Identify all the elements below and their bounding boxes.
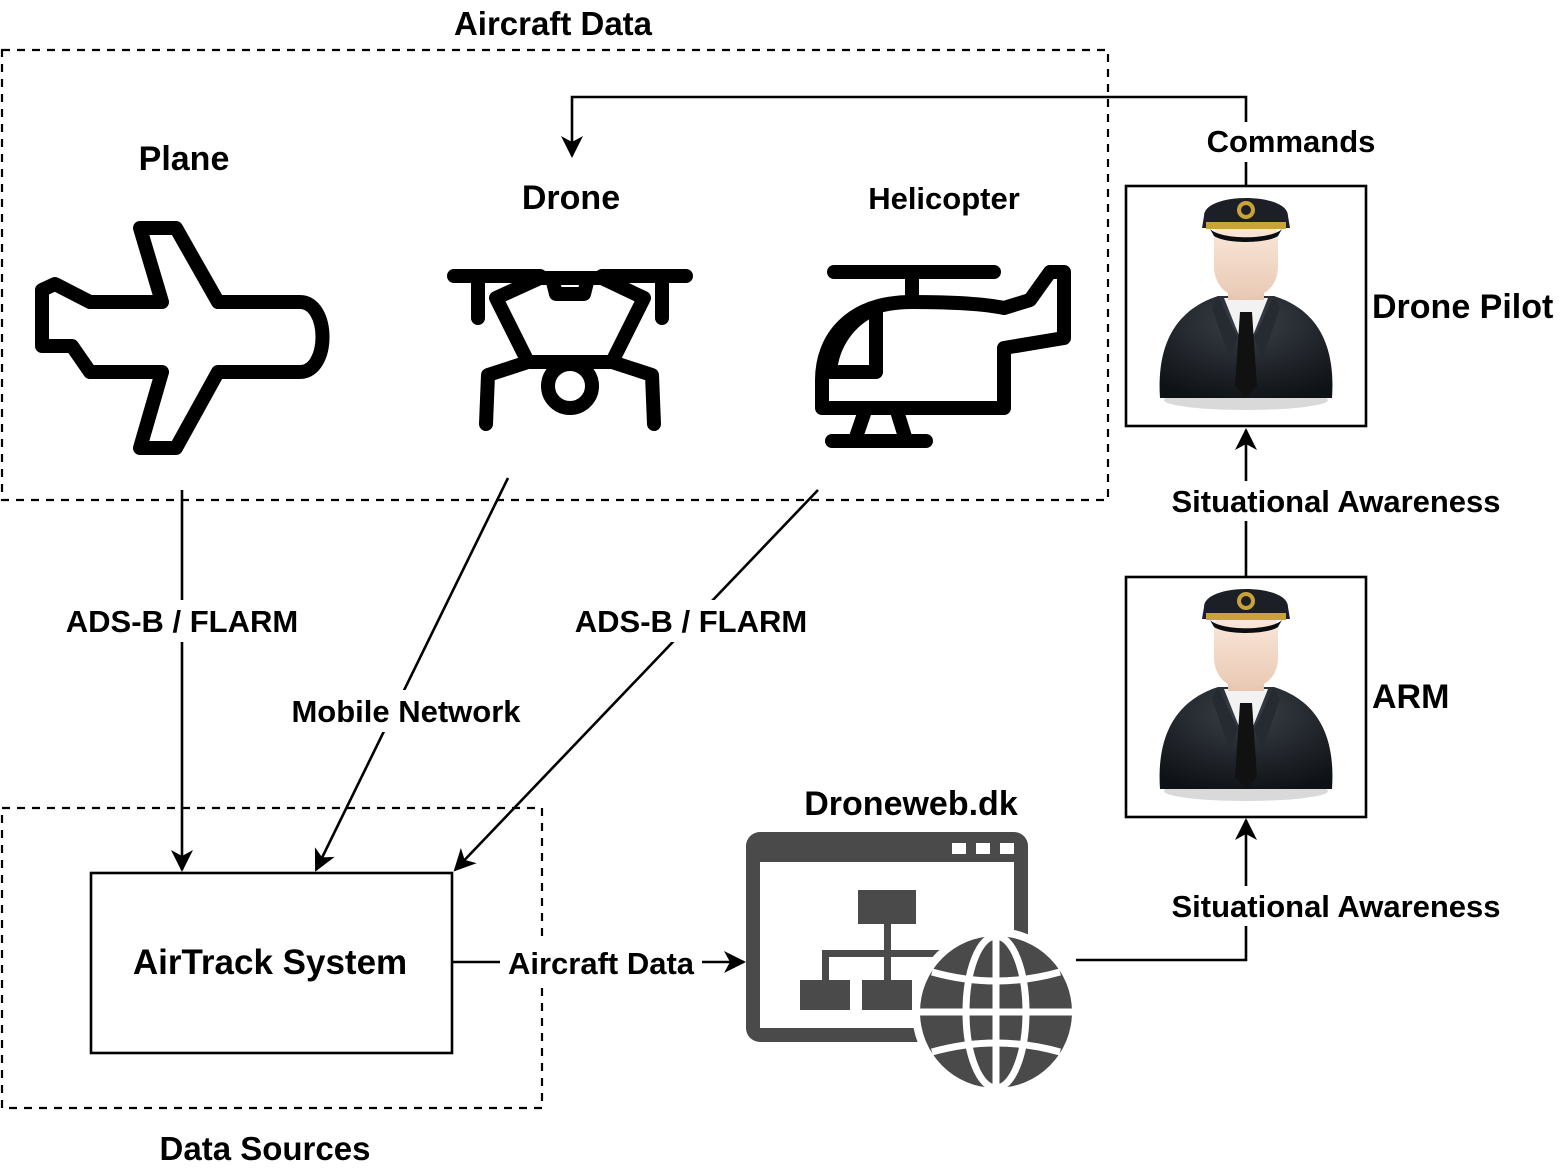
drone-pilot-label: Drone Pilot [1372, 288, 1553, 326]
droneweb-to-arm-label: Situational Awareness [1171, 889, 1500, 924]
drone-to-airtrack-line [314, 477, 510, 872]
heli-link-label: ADS-B / FLARM [575, 604, 807, 639]
web-sitemap-globe-icon [746, 832, 1080, 1096]
connectors [171, 95, 1257, 973]
plane-title: Plane [139, 140, 230, 178]
heli-to-airtrack-line [453, 489, 819, 872]
airtrack-system-label: AirTrack System [133, 943, 407, 982]
data-sources-title: Data Sources [160, 1130, 371, 1167]
droneweb-to-arm-line [1076, 818, 1257, 962]
arm-label: ARM [1372, 678, 1449, 716]
pilot-to-drone-label: Commands [1207, 124, 1376, 159]
airplane-icon [35, 221, 330, 455]
pilot-to-drone-line [561, 95, 1248, 186]
airtrack-system-node: AirTrack System [89, 871, 454, 1055]
airtrack-to-droneweb-label: Aircraft Data [508, 946, 695, 981]
drone-icon [447, 269, 693, 431]
plane-link-label: ADS-B / FLARM [66, 604, 298, 639]
helicopter-icon [815, 265, 1071, 448]
arm-node [1124, 575, 1368, 819]
drone-pilot-node [1124, 184, 1368, 428]
droneweb-title: Droneweb.dk [804, 785, 1018, 823]
aircraft-data-title: Aircraft Data [454, 5, 653, 42]
arm-to-pilot-label: Situational Awareness [1171, 484, 1500, 519]
aircraft-data-group [0, 48, 1110, 502]
drone-link-label: Mobile Network [291, 694, 521, 729]
helicopter-title: Helicopter [868, 181, 1020, 216]
drone-title: Drone [522, 179, 620, 217]
